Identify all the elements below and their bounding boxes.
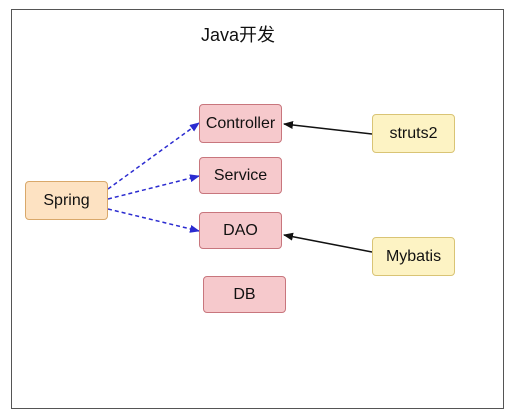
node-service: Service [199, 157, 282, 194]
edge-struts2-controller [283, 121, 373, 135]
edge-spring-controller [107, 122, 200, 190]
node-controller: Controller [199, 104, 282, 143]
node-db: DB [203, 276, 286, 313]
node-dao: DAO [199, 212, 282, 249]
node-db-label: DB [233, 285, 256, 303]
node-dao-label: DAO [223, 221, 258, 239]
node-mybatis: Mybatis [372, 237, 455, 276]
node-struts2: struts2 [372, 114, 455, 153]
edge-spring-dao [107, 208, 200, 233]
node-mybatis-label: Mybatis [385, 247, 442, 265]
edge-spring-service [107, 174, 200, 200]
node-spring: Spring [25, 181, 108, 220]
node-controller-label: Controller [205, 114, 276, 132]
node-struts2-label: struts2 [389, 124, 438, 142]
diagram-title: Java开发 [201, 25, 276, 45]
node-spring-label: Spring [43, 191, 90, 209]
edge-mybatis-dao [283, 232, 373, 253]
node-service-label: Service [213, 166, 268, 184]
